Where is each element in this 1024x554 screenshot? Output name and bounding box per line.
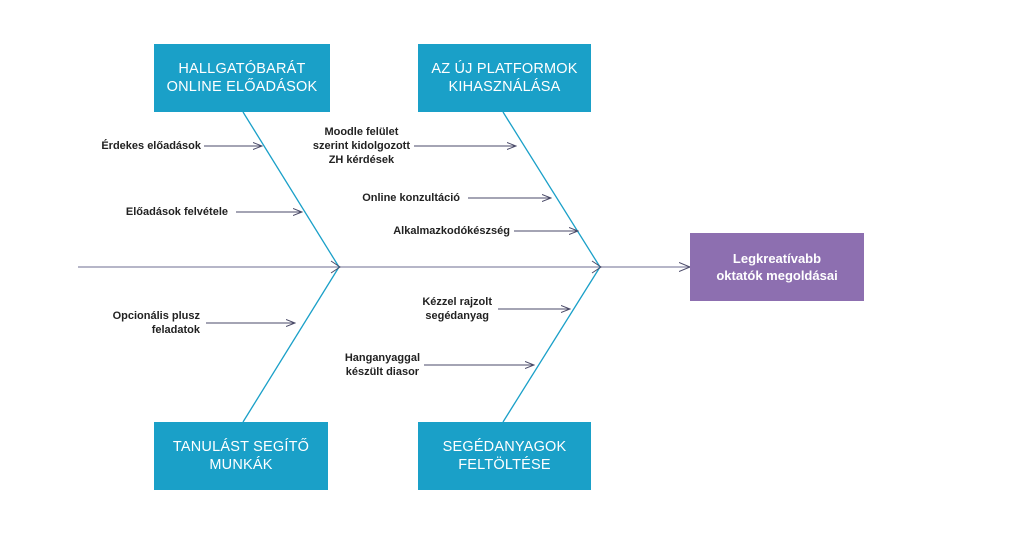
bone-bottom-left	[242, 266, 340, 423]
junction-arrow-right	[591, 260, 602, 274]
cause-label: Moodle felület szerint kidolgozott ZH ké…	[312, 126, 410, 166]
category-box-top-right: AZ ÚJ PLATFORMOK KIHASZNÁLÁSA	[418, 44, 591, 112]
cause-label: Hanganyaggal készült diasor	[344, 352, 420, 378]
category-box-top-left: HALLGATÓBARÁT ONLINE ELŐADÁSOK	[154, 44, 330, 112]
bone-bottom-right	[502, 266, 601, 423]
effect-box: Legkreatívabb oktatók megoldásai	[690, 233, 864, 301]
category-box-bottom-right: SEGÉDANYAGOK FELTÖLTÉSE	[418, 422, 591, 490]
bone-top-right	[502, 111, 601, 268]
cause-label: Kézzel rajzolt segédanyag	[422, 296, 492, 322]
bone-top-left	[242, 111, 340, 268]
cause-label: Alkalmazkodókészség	[393, 225, 510, 237]
category-box-bottom-left: TANULÁST SEGÍTŐ MUNKÁK	[154, 422, 328, 490]
cause-label: Online konzultáció	[362, 192, 460, 204]
junction-arrow-left	[330, 260, 341, 274]
cause-label: Opcionális plusz feladatok	[112, 310, 200, 336]
cause-label: Érdekes előadások	[101, 140, 201, 152]
cause-label: Előadások felvétele	[125, 206, 228, 218]
